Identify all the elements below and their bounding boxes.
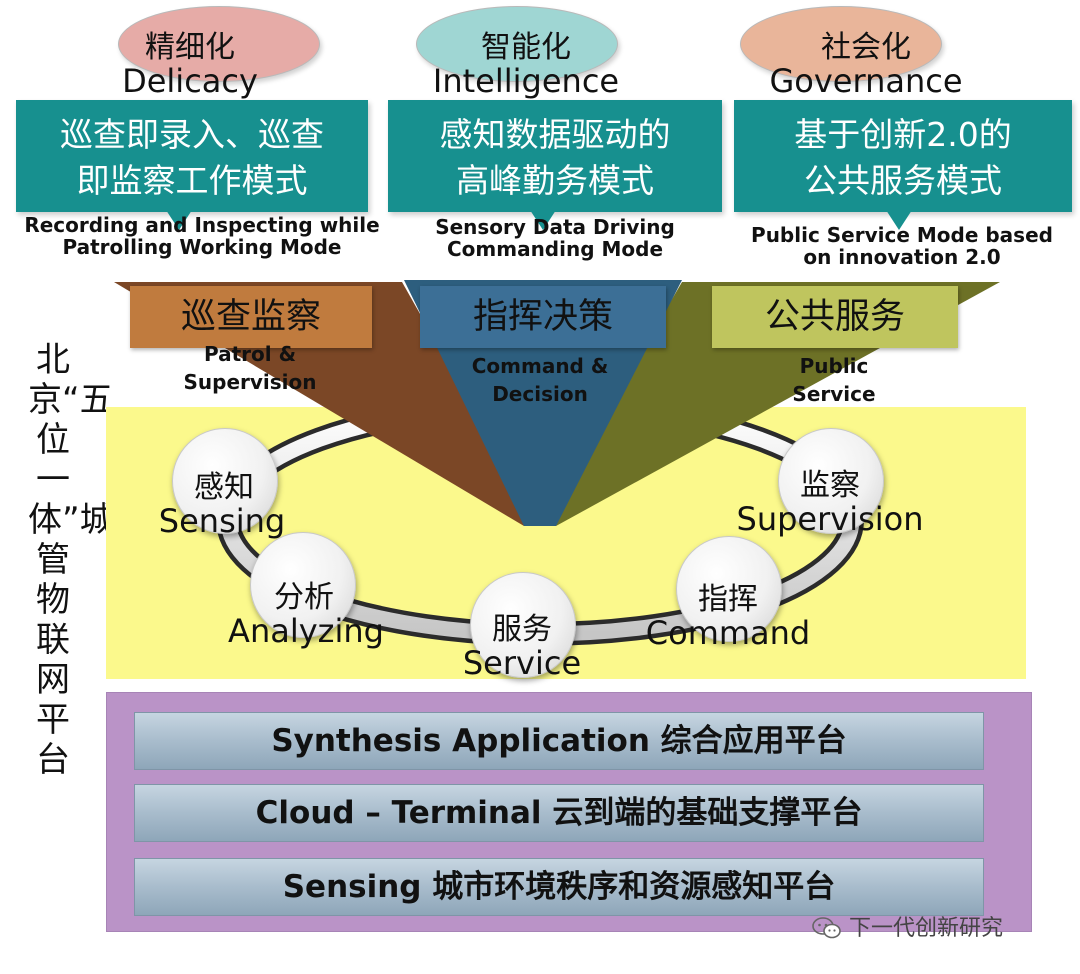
wechat-icon — [812, 917, 842, 939]
mode-text-public: 基于创新2.0的 公共服务模式 — [734, 112, 1072, 204]
function-en-patrol: Patrol & Supervision — [170, 340, 330, 396]
node-zh-analyzing: 分析 — [274, 580, 334, 615]
ellipse-delicacy — [118, 6, 320, 82]
function-label-public: 公共服务 — [712, 286, 958, 348]
node-supervision — [778, 428, 884, 534]
function-en-line2: Decision — [492, 382, 588, 406]
mode-box-command — [388, 100, 722, 212]
ellipse-intelligence — [416, 6, 618, 82]
mode-en-line2: Patrolling Working Mode — [62, 235, 342, 259]
mode-line2: 公共服务模式 — [804, 161, 1002, 200]
mode-text-command: 感知数据驱动的 高峰勤务模式 — [388, 112, 722, 204]
mode-en-line1: Recording and Inspecting while — [24, 213, 380, 237]
function-en-line2: Service — [792, 382, 876, 406]
category-en-governance: Governance — [769, 62, 963, 100]
mode-line1: 巡查即录入、巡查 — [60, 115, 324, 154]
node-en-service: Service — [462, 644, 582, 682]
mode-pointer-command — [530, 210, 556, 230]
node-en-sensing: Sensing — [158, 502, 286, 540]
category-zh-intelligence: 智能化 — [481, 30, 571, 65]
category-zh-governance: 社会化 — [821, 30, 911, 65]
mode-en-public: Public Service Mode based on innovation … — [744, 224, 1060, 268]
function-en-line1: Patrol & — [203, 342, 297, 366]
function-en-public: Public Service — [756, 352, 912, 408]
mode-en-command: Sensory Data Driving Commanding Mode — [400, 216, 710, 260]
mode-pointer-public — [886, 210, 912, 230]
ellipse-governance — [740, 6, 942, 82]
platform-bar-cloud: Cloud – Terminal 云到端的基础支撑平台 — [134, 784, 984, 842]
mode-line2: 即监察工作模式 — [76, 161, 308, 200]
mode-en-line2: Commanding Mode — [446, 237, 664, 261]
mode-line2: 高峰勤务模式 — [456, 161, 654, 200]
watermark-text: 下一代创新研究 — [849, 916, 1004, 941]
mode-text-patrol: 巡查即录入、巡查 即监察工作模式 — [16, 112, 368, 204]
node-en-supervision: Supervision — [736, 500, 924, 538]
mode-en-patrol: Recording and Inspecting while Patrollin… — [16, 214, 388, 258]
function-label-patrol: 巡查监察 — [130, 286, 372, 348]
node-zh-supervision: 监察 — [800, 468, 860, 503]
node-en-command: Command — [645, 614, 811, 652]
mode-en-line2: on innovation 2.0 — [803, 245, 1001, 269]
mode-box-public — [734, 100, 1072, 212]
mode-en-line1: Sensory Data Driving — [435, 215, 675, 239]
platform-bar-sensing: Sensing 城市环境秩序和资源感知平台 — [134, 858, 984, 916]
node-analyzing — [250, 532, 356, 638]
function-en-line2: Supervision — [183, 370, 317, 394]
mode-pointer-patrol — [166, 210, 192, 230]
category-en-delicacy: Delicacy — [122, 62, 258, 100]
watermark: 下一代创新研究 — [812, 910, 1003, 942]
function-label-command: 指挥决策 — [420, 286, 666, 348]
category-zh-delicacy: 精细化 — [145, 30, 235, 65]
node-zh-service: 服务 — [492, 612, 552, 647]
function-en-command: Command & Decision — [460, 352, 620, 408]
node-command — [676, 536, 782, 642]
category-en-intelligence: Intelligence — [432, 62, 620, 100]
mode-line1: 基于创新2.0的 — [794, 115, 1012, 154]
function-en-line1: Command & — [471, 354, 609, 378]
platform-bar-synthesis: Synthesis Application 综合应用平台 — [134, 712, 984, 770]
mode-en-line1: Public Service Mode based — [751, 223, 1053, 247]
mode-box-patrol — [16, 100, 368, 212]
function-en-line1: Public — [799, 354, 869, 378]
node-service — [470, 572, 576, 678]
node-zh-sensing: 感知 — [194, 470, 254, 505]
node-zh-command: 指挥 — [698, 582, 758, 617]
mode-line1: 感知数据驱动的 — [439, 115, 671, 154]
node-en-analyzing: Analyzing — [228, 612, 384, 650]
node-sensing — [172, 428, 278, 534]
